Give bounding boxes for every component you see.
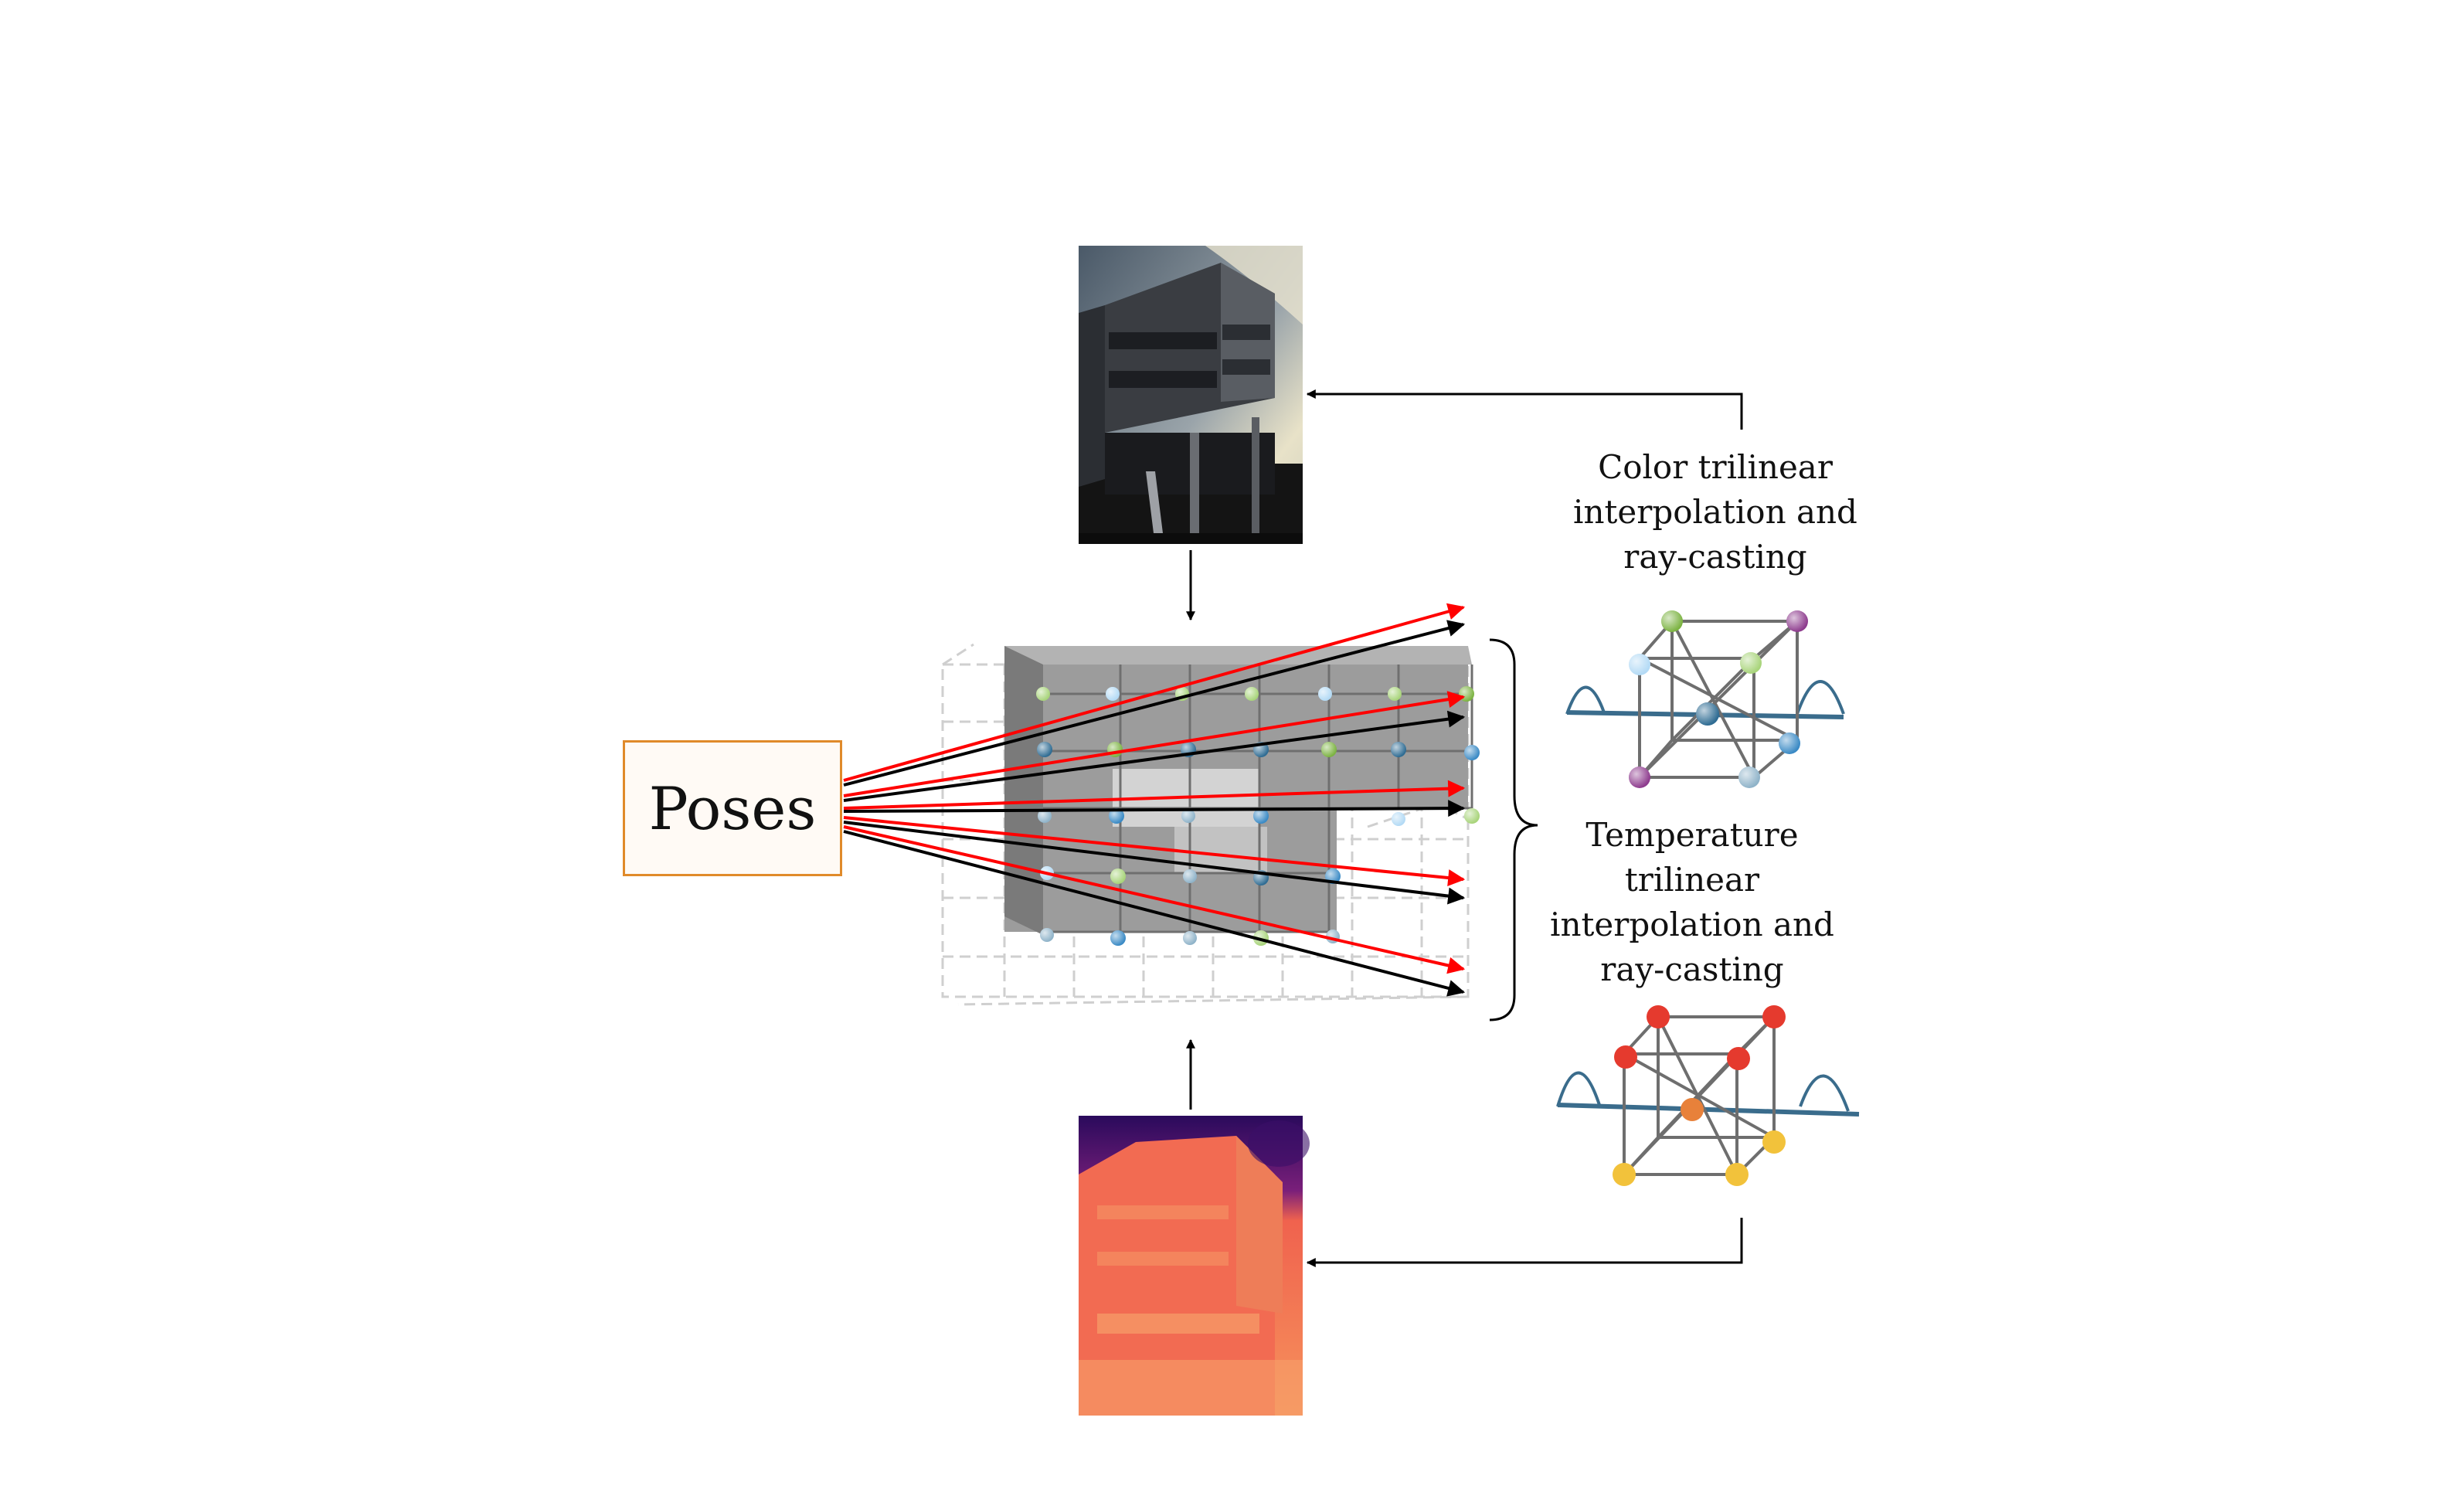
voxel-node (1037, 742, 1052, 757)
cube-node (1738, 766, 1760, 788)
voxel-nodes (1036, 686, 1480, 946)
cube-node (1613, 1163, 1636, 1186)
voxel-node (1106, 687, 1120, 701)
cube-node (1725, 1163, 1749, 1186)
ray-red (843, 825, 1466, 974)
voxel-node (1109, 808, 1124, 824)
color-trilinear-cube (1565, 610, 1845, 788)
ray-red (843, 691, 1466, 797)
voxel-node (1318, 687, 1332, 701)
voxel-node (1388, 687, 1402, 701)
cube-node (1696, 702, 1719, 726)
temperature-cube-nodes (1613, 1005, 1786, 1186)
cube-node (1786, 610, 1808, 632)
rgb-building-photo (1079, 246, 1303, 544)
voxel-node (1321, 742, 1337, 757)
voxel-node (1183, 869, 1197, 883)
arrow-color-render-to-photo (1306, 389, 1743, 430)
voxel-node (1464, 808, 1480, 824)
voxel-node (1110, 868, 1126, 884)
voxel-node (1392, 812, 1405, 826)
voxel-node (1459, 686, 1474, 702)
rays (843, 603, 1466, 997)
thermal-building-image (1079, 1116, 1310, 1416)
voxel-node (1183, 931, 1197, 945)
cube-node (1762, 1130, 1786, 1154)
voxel-node (1181, 809, 1195, 823)
temperature-interpolation-label: Temperature trilinear interpolation and … (1550, 816, 1834, 988)
ray-red (843, 816, 1466, 886)
color-cube-nodes (1629, 610, 1808, 788)
voxel-node (1110, 930, 1126, 946)
voxel-node (1245, 687, 1259, 701)
ray-black (843, 620, 1466, 787)
ray-black (843, 830, 1466, 997)
cube-node (1629, 654, 1650, 675)
cube-node (1614, 1045, 1637, 1069)
voxel-node (1464, 745, 1480, 760)
cube-node (1762, 1005, 1786, 1028)
cube-node (1661, 610, 1683, 632)
cube-node (1629, 766, 1650, 788)
ray-red (843, 780, 1466, 810)
ray-black (843, 710, 1466, 802)
voxel-node (1253, 808, 1269, 824)
voxel-node (1038, 809, 1052, 823)
ray-red (843, 603, 1466, 782)
poses-label: Poses (648, 773, 817, 843)
ray-black (843, 821, 1466, 905)
voxel-node (1036, 687, 1050, 701)
cube-node (1779, 733, 1800, 754)
ray-black (843, 800, 1466, 817)
temperature-trilinear-cube (1556, 1005, 1860, 1186)
cube-node (1647, 1005, 1670, 1028)
arrow-temperature-render-to-thermal (1306, 1218, 1743, 1267)
voxel-node (1040, 928, 1054, 942)
cube-node (1740, 652, 1762, 674)
poses-box: Poses (623, 740, 842, 876)
cube-node (1727, 1047, 1750, 1070)
color-interpolation-label: Color trilinear interpolation and ray-ca… (1573, 448, 1857, 576)
curly-brace (1489, 638, 1538, 1021)
cube-node (1681, 1098, 1704, 1121)
voxel-node (1391, 742, 1406, 757)
